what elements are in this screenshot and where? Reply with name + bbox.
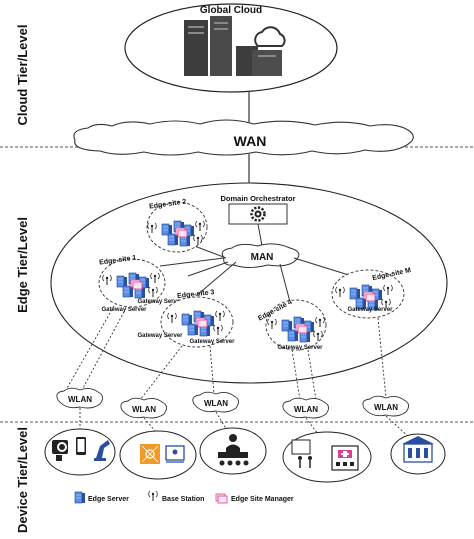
cloud-icon bbox=[254, 26, 286, 47]
robot-arm-icon bbox=[94, 440, 110, 461]
device-tier-label: Device Tier/Level bbox=[15, 427, 30, 533]
wlan-label-3: WLAN bbox=[204, 399, 228, 408]
wlan-label-5: WLAN bbox=[374, 403, 398, 412]
cloud-tier-label: Cloud Tier/Level bbox=[15, 25, 30, 126]
smart-board-icon bbox=[165, 445, 185, 463]
gear-icon bbox=[250, 206, 266, 222]
domain-orchestrator-label: Domain Orchestrator bbox=[220, 194, 295, 203]
wlan-cloud-4: WLAN bbox=[282, 397, 329, 419]
site-manager-icon bbox=[215, 493, 228, 504]
site-wlan-links bbox=[65, 305, 387, 401]
man-label: MAN bbox=[251, 252, 274, 263]
man-cloud bbox=[221, 243, 300, 268]
legend-edge-server: Edge Server bbox=[88, 496, 129, 503]
server-rack-icon bbox=[184, 16, 282, 76]
edge-site-1-gateway: Gateway Server bbox=[137, 299, 183, 305]
wlan-cloud-5: WLAN bbox=[362, 395, 409, 417]
edge-site-4-gateway: Gateway Server bbox=[277, 345, 323, 351]
orchestrator-man-link bbox=[257, 223, 263, 247]
classroom-icon bbox=[218, 434, 249, 466]
legend-edge-site-manager: Edge Site Manager bbox=[231, 496, 294, 503]
wlan-cloud-3: WLAN bbox=[192, 391, 239, 413]
legend: Edge Server Base Station Edge Site Manag… bbox=[74, 490, 294, 504]
wlan-label-4: WLAN bbox=[294, 405, 318, 414]
edge-site-3-gateway: Gateway Server bbox=[189, 339, 235, 345]
wlan-cloud-2: WLAN bbox=[120, 397, 167, 419]
legend-base-station: Base Station bbox=[162, 496, 204, 503]
wlan-label-2: WLAN bbox=[132, 405, 156, 414]
wlan-cloud-1: WLAN bbox=[56, 387, 103, 409]
wan-label: WAN bbox=[234, 133, 267, 149]
building-icon bbox=[402, 436, 434, 463]
edge-site-3-gateway-2: Gateway Server bbox=[137, 333, 183, 339]
wlan-label-1: WLAN bbox=[68, 395, 92, 404]
edge-site-m-gateway: Gateway Server bbox=[347, 307, 393, 313]
iot-hub-icon bbox=[140, 444, 160, 464]
edge-server-icon bbox=[74, 491, 86, 504]
hospital-icon bbox=[291, 439, 359, 471]
edge-tier-label: Edge Tier/Level bbox=[15, 217, 30, 313]
antenna-icon bbox=[148, 490, 158, 502]
camera-icon bbox=[52, 440, 68, 461]
edge-site-3-label: Edge-site 3 bbox=[177, 289, 215, 300]
global-cloud-title: Global Cloud bbox=[200, 5, 262, 16]
edge-site-1-gateway-2: Gateway Server bbox=[101, 307, 147, 313]
phone-icon bbox=[76, 437, 86, 455]
wan-cloud bbox=[73, 119, 414, 156]
